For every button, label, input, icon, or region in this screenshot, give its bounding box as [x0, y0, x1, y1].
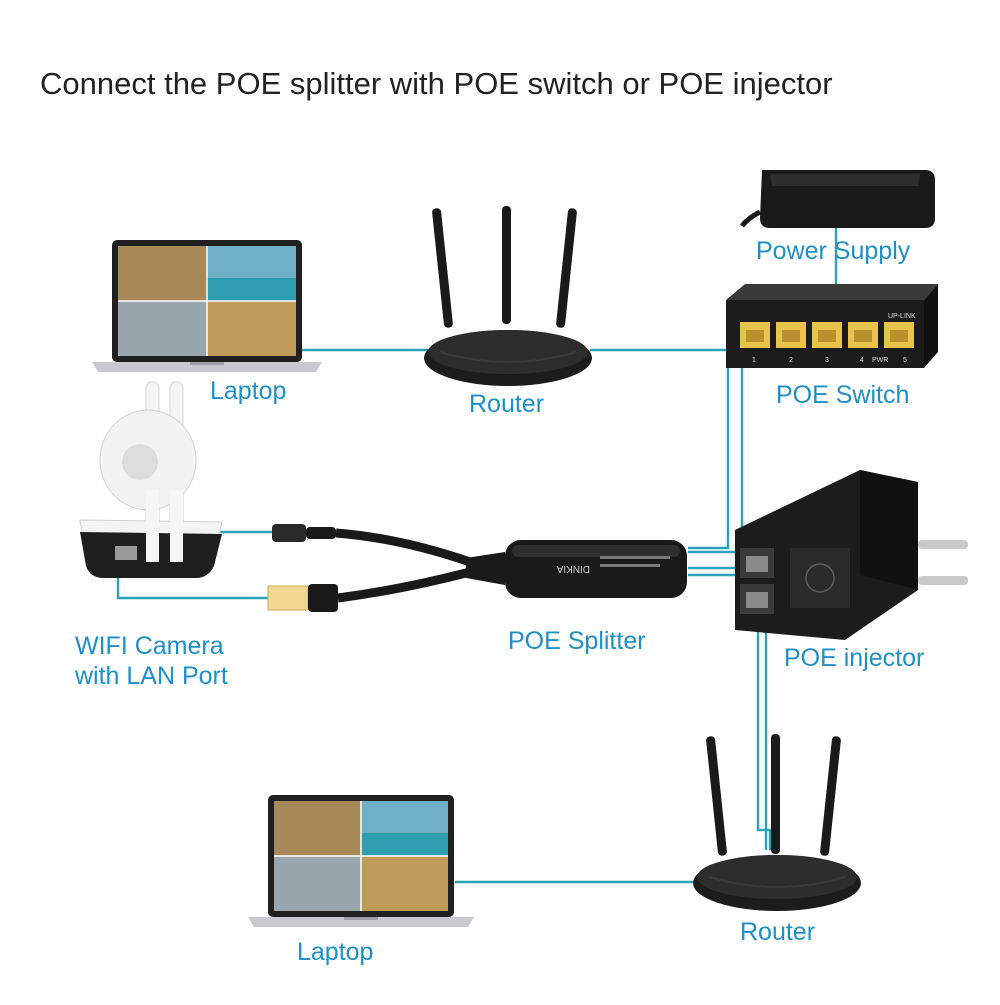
poe-switch-icon: UP-LINK 1 2 3 4 PWR 5 — [726, 284, 938, 368]
switch-port-label: 1 — [752, 357, 756, 364]
cable-switch-splitter — [688, 368, 744, 554]
switch-uplink-label: UP-LINK — [888, 313, 916, 320]
label-laptop-bottom: Laptop — [297, 938, 374, 966]
router-icon — [693, 734, 861, 911]
label-wifi-camera: WIFI Camera with LAN Port — [75, 631, 228, 691]
switch-port-label: 5 — [903, 357, 907, 364]
cable-injector-router — [756, 610, 772, 850]
cable-camera-lan — [116, 573, 268, 600]
poe-injector-icon — [735, 470, 968, 640]
cables — [116, 228, 838, 884]
switch-ports — [740, 322, 914, 348]
laptop-icon — [248, 795, 474, 927]
label-poe-switch: POE Switch — [776, 381, 910, 409]
cable-switch-splitter-2 — [688, 368, 730, 550]
switch-port-label: PWR — [872, 357, 888, 364]
label-router-bottom: Router — [740, 918, 816, 946]
switch-port-label: 4 — [860, 357, 864, 364]
poe-splitter-icon: DINKIA — [267, 524, 687, 612]
laptop-icon — [92, 240, 322, 372]
switch-port-label: 3 — [825, 357, 829, 364]
label-camera-line2: with LAN Port — [75, 662, 228, 690]
power-supply-icon — [740, 170, 935, 228]
label-poe-splitter: POE Splitter — [508, 627, 646, 655]
camera-icon — [79, 381, 223, 578]
label-poe-injector: POE injector — [784, 644, 925, 672]
label-laptop-top: Laptop — [210, 377, 287, 405]
diagram-title: Connect the POE splitter with POE switch… — [40, 66, 833, 101]
splitter-brand: DINKIA — [556, 563, 590, 574]
label-camera-line1: WIFI Camera — [75, 632, 224, 660]
label-router-top: Router — [469, 390, 545, 418]
label-power-supply: Power Supply — [756, 237, 911, 265]
switch-port-label: 2 — [789, 357, 793, 364]
router-icon — [424, 206, 592, 386]
